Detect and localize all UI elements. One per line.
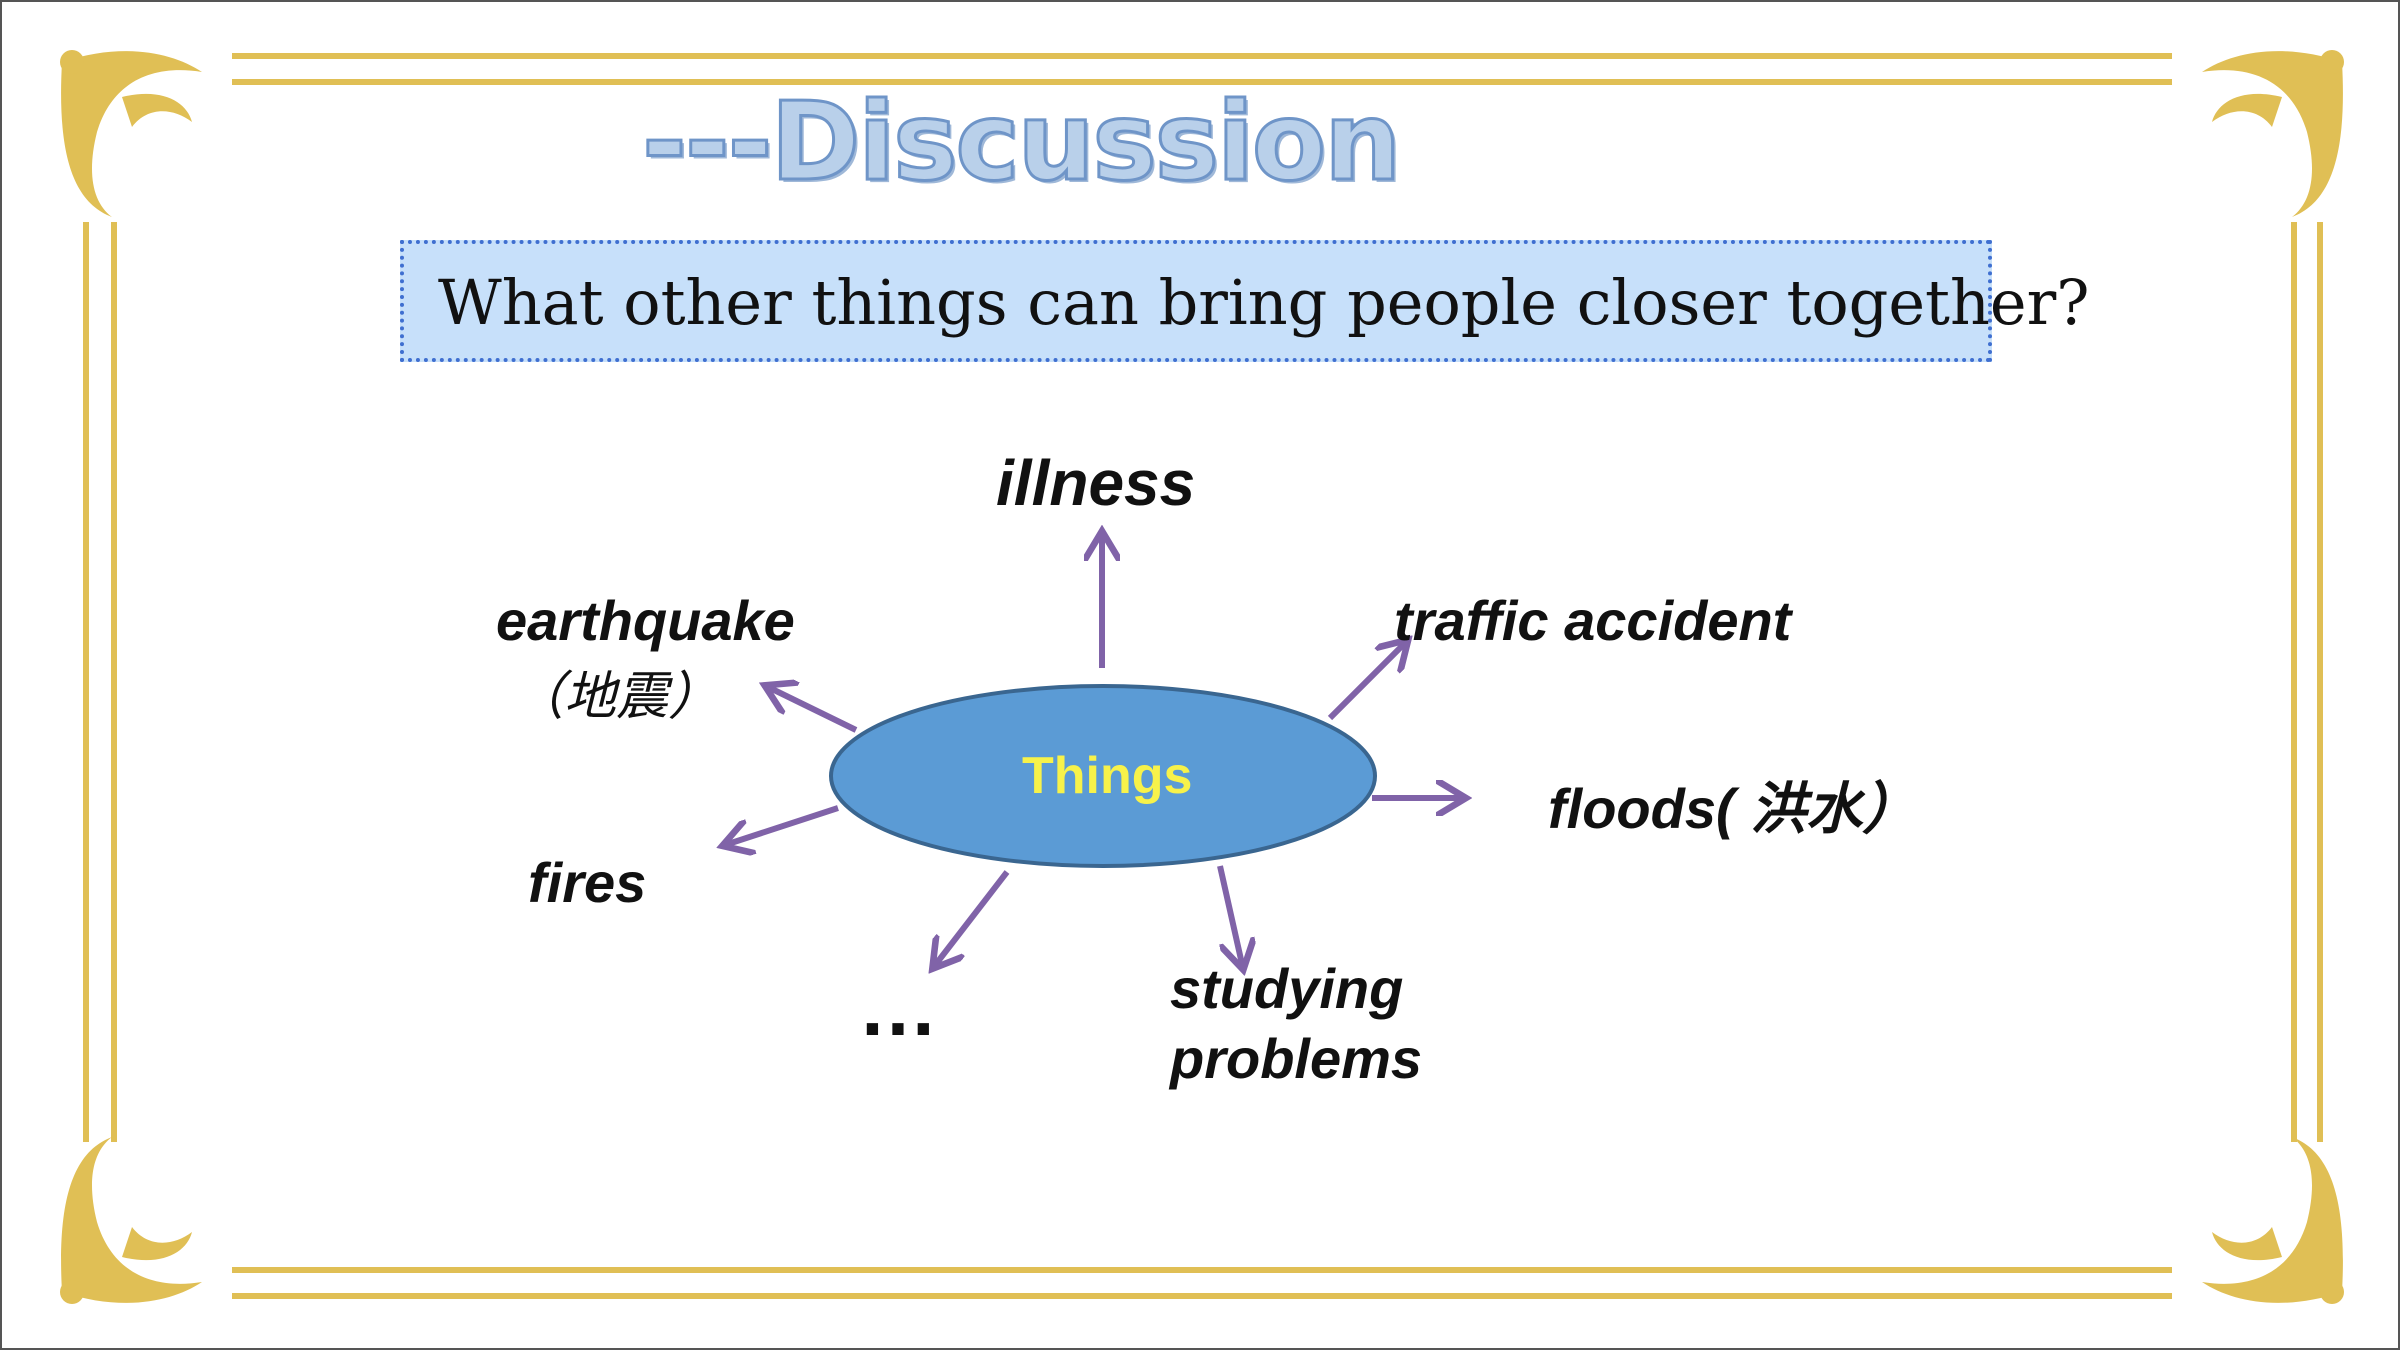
corner-ornament-tr [2202,51,2343,218]
node-studying: studying [1170,957,1404,1020]
node-fires: fires [528,851,647,914]
arrow-studying-problems [1217,865,1242,964]
corner-ornament-br [2202,1137,2343,1303]
node-ellipsis: … [858,963,938,1052]
corner-ornament-tl [61,51,203,218]
corner-ornament-bl [61,1137,203,1303]
node-earthquake: earthquake [496,589,795,652]
node-problems: problems [1170,1027,1423,1090]
question-box: What other things can bring people close… [400,240,2089,362]
node-traffic-accident: traffic accident [1394,589,1792,652]
node-earthquake-cn: （地震） [512,667,721,727]
arrow-earthquake [770,688,858,733]
hub-ellipse [829,684,1377,868]
question-text: What other things can bring people close… [438,266,2090,339]
node-floods: floods( 洪水） [1548,777,1919,840]
arrow-traffic-accident [1327,644,1404,721]
arrow-fires [728,805,839,844]
arrow-ellipsis [936,870,1010,964]
slide-title: ---Discussion [641,79,1403,207]
node-illness: illness [996,447,1196,519]
hub-label: Things [1022,747,1193,805]
